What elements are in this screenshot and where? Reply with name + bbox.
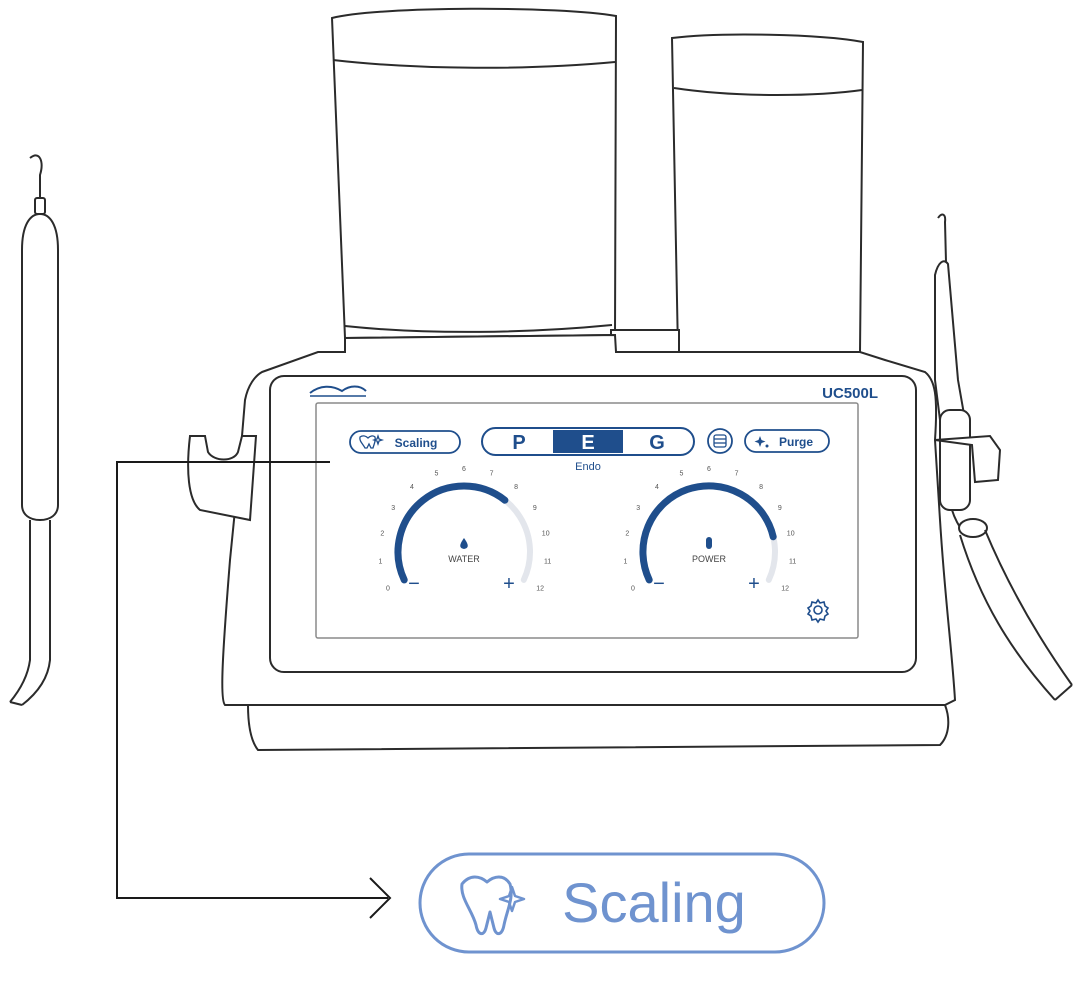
purge-button-label: Purge: [779, 435, 813, 449]
power-dial-tick-label: 9: [778, 505, 782, 512]
right-bottle: [610, 33, 865, 353]
mode-active-highlight: [554, 430, 622, 453]
active-mode-caption: Endo: [575, 461, 601, 473]
left-handpiece: [9, 154, 59, 706]
power-dial-tick-label: 8: [759, 484, 763, 491]
water-dial-tick-label: 10: [542, 531, 550, 538]
water-dial-minus-button[interactable]: −: [408, 573, 420, 595]
power-dial-tick-label: 10: [787, 531, 795, 538]
power-dial-tick-label: 3: [636, 505, 640, 512]
bottle-switch-button[interactable]: [707, 428, 733, 454]
mode-selector[interactable]: P E G: [481, 427, 695, 456]
brand-logo: [309, 385, 367, 397]
water-dial-tick-label: 3: [391, 505, 395, 512]
water-dial-tick-label: 0: [386, 586, 390, 593]
water-dial-tick-label: 5: [434, 471, 438, 478]
sparkle-icon: [754, 436, 769, 448]
power-dial-tick-label: 6: [707, 466, 711, 473]
water-dial-label: WATER: [448, 554, 480, 564]
power-dial-tick-label: 4: [655, 484, 659, 491]
settings-gear-icon[interactable]: [806, 598, 830, 624]
power-icon: [706, 537, 712, 549]
tooth-sparkle-icon: [460, 875, 526, 936]
callout-scaling-label: Scaling: [562, 871, 746, 934]
power-dial-tick-label: 2: [625, 531, 629, 538]
power-dial-tick-label: 11: [789, 559, 796, 566]
power-dial-plus-button[interactable]: +: [748, 573, 760, 595]
water-dial-tick-label: 1: [378, 559, 382, 566]
power-dial-tick-label: 5: [679, 471, 683, 478]
water-dial-tick-label: 11: [544, 559, 551, 566]
model-label: UC500L: [822, 385, 878, 402]
water-dial-tick-label: 9: [533, 505, 537, 512]
scaling-button[interactable]: Scaling: [349, 430, 461, 454]
callout-scaling-button: Scaling: [418, 852, 826, 954]
power-dial-level-arc: [639, 482, 777, 584]
power-dial-tick-label: 1: [623, 559, 627, 566]
power-dial-label: POWER: [692, 554, 727, 564]
water-dial-tick-label: 12: [536, 586, 544, 593]
mode-g[interactable]: G: [649, 432, 665, 454]
left-bottle: [330, 7, 618, 340]
water-dial-tick-label: 6: [462, 466, 466, 473]
water-dial-tick-label: 7: [490, 471, 494, 478]
bottle-icon: [713, 434, 727, 448]
water-dial-tick-label: 2: [380, 531, 384, 538]
water-dial-tick-label: 8: [514, 484, 518, 491]
water-dial-plus-button[interactable]: +: [503, 573, 515, 595]
power-dial-tick-label: 7: [735, 471, 739, 478]
water-dial-tick-label: 4: [410, 484, 414, 491]
water-drop-icon: [460, 538, 468, 549]
water-dial-level-arc: [394, 482, 509, 584]
right-handpiece: [934, 213, 1073, 701]
device-body: [187, 333, 1002, 752]
power-dial-tick-label: 12: [781, 586, 789, 593]
tooth-sparkle-icon: [359, 433, 385, 449]
mode-e[interactable]: E: [581, 432, 594, 454]
power-dial-minus-button[interactable]: −: [653, 573, 665, 595]
scaling-button-label: Scaling: [395, 436, 438, 450]
mode-p[interactable]: P: [512, 432, 525, 454]
callout-connector: [116, 461, 392, 919]
power-dial-tick-label: 0: [631, 586, 635, 593]
purge-button[interactable]: Purge: [744, 429, 830, 453]
